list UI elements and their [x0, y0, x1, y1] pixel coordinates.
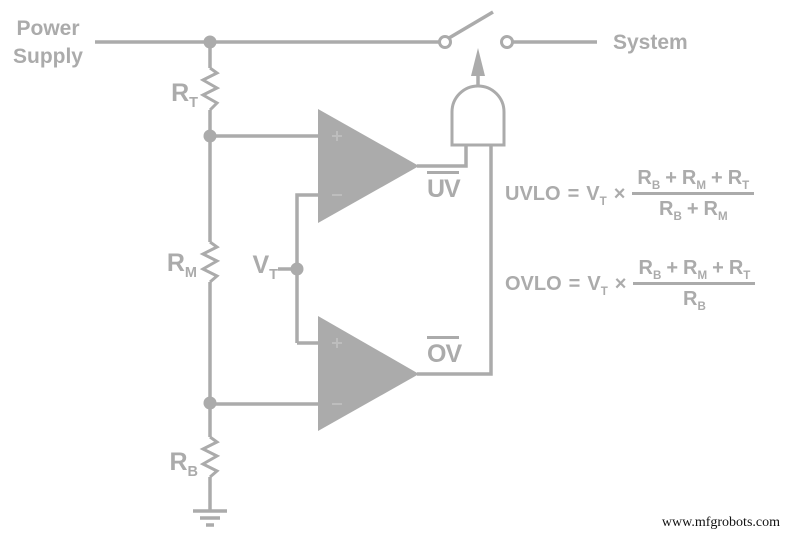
uvlo-formula-equals: = — [567, 182, 580, 205]
power-supply-label-line1: Power — [16, 17, 80, 40]
resistor-rb-icon — [199, 435, 221, 479]
uvlo-formula: UVLO = VT × RB+RM+RT RB+RM — [505, 166, 755, 223]
uv-comparator-icon — [318, 109, 419, 223]
ovlo-formula-numerator: RB+RM+RT — [638, 257, 751, 282]
uvlo-formula-denominator: RB+RM — [658, 198, 728, 223]
resistor-rm-icon — [199, 240, 221, 284]
ovlo-formula-denominator: RB — [683, 288, 706, 313]
ovlo-formula-factor: VT — [587, 272, 608, 298]
ov-output-label: OV — [427, 336, 462, 367]
and-gate-icon — [450, 84, 506, 147]
uvlo-formula-lhs: UVLO — [505, 182, 561, 205]
ovlo-formula: OVLO = VT × RB+RM+RT RB — [505, 256, 756, 313]
switch-contact-left-icon — [438, 35, 452, 49]
ovlo-formula-fraction: RB+RM+RT RB — [633, 256, 756, 313]
ovlo-formula-operator: × — [614, 272, 627, 295]
resistor-rt-label: RT — [171, 79, 198, 111]
uvlo-formula-operator: × — [613, 182, 626, 205]
junction-dot — [203, 35, 217, 49]
power-supply-label-line2: Supply — [12, 45, 83, 68]
ov-comparator-icon — [318, 316, 419, 431]
resistor-rt-icon — [199, 66, 221, 112]
fraction-bar — [632, 192, 755, 195]
uvlo-formula-numerator: RB+RM+RT — [637, 167, 750, 192]
switch-lever-icon — [448, 10, 494, 40]
fraction-bar — [633, 282, 756, 285]
power-supply-label: Power Supply — [6, 15, 90, 71]
uv-output-label: UV — [427, 171, 461, 202]
resistor-rb-label: RB — [169, 448, 198, 480]
enable-arrow-head-icon — [471, 48, 485, 76]
uv-output-wire — [417, 146, 468, 168]
ovlo-formula-lhs: OVLO — [505, 272, 562, 295]
resistor-rm-label: RM — [166, 249, 197, 281]
vref-bus-wire-upper — [295, 193, 318, 343]
ovlo-formula-equals: = — [568, 272, 581, 295]
ov-output-wire — [417, 146, 493, 376]
system-label: System — [613, 31, 688, 54]
uvlo-formula-fraction: RB+RM+RT RB+RM — [632, 166, 755, 223]
switch-contact-right-icon — [500, 35, 514, 49]
vref-label: VT — [252, 251, 278, 283]
uvlo-formula-factor: VT — [586, 182, 607, 208]
watermark: www.mfgrobots.com — [661, 515, 780, 530]
